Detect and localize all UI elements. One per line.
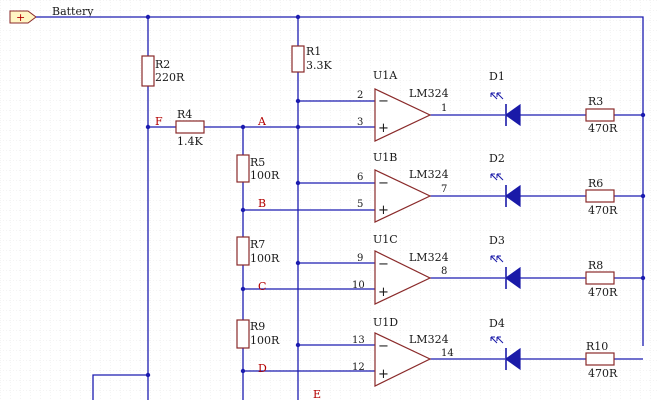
opamp-u1a-pin-out: 1 bbox=[441, 103, 447, 114]
opamp-u1b-pin-minus: 6 bbox=[357, 172, 363, 183]
resistor-r4-value: 1.4K bbox=[177, 135, 203, 148]
opamp-u1d-part: LM324 bbox=[409, 333, 449, 346]
opamp-u1c-pin-plus: 10 bbox=[352, 280, 365, 291]
led-d3[interactable]: D3 bbox=[489, 234, 521, 290]
opamp-u1b-minus-sign: − bbox=[378, 176, 389, 191]
opamp-u1d-pin-plus: 12 bbox=[352, 362, 365, 373]
resistor-r6[interactable]: R6 470R bbox=[585, 177, 618, 217]
opamp-u1c-pin-minus: 9 bbox=[357, 253, 363, 264]
battery-net-label: Battery bbox=[52, 5, 94, 18]
led-d1-ref: D1 bbox=[489, 70, 505, 83]
led-d3-ref: D3 bbox=[489, 234, 505, 247]
battery-port[interactable]: + bbox=[9, 10, 37, 24]
opamp-u1b[interactable]: − + U1B LM324 6 5 7 bbox=[357, 151, 449, 223]
resistor-r6-ref: R6 bbox=[588, 177, 603, 190]
led-d4-ref: D4 bbox=[489, 317, 505, 330]
opamp-u1a[interactable]: − + U1A LM324 2 3 1 bbox=[357, 69, 449, 142]
opamp-u1b-ref: U1B bbox=[373, 151, 397, 164]
resistor-r4[interactable]: R4 1.4K bbox=[175, 108, 205, 148]
resistor-r5[interactable]: R5 100R bbox=[236, 154, 280, 183]
battery-port-symbol: + bbox=[16, 11, 25, 24]
opamp-u1a-minus-sign: − bbox=[378, 94, 389, 109]
opamp-u1d-minus-sign: − bbox=[378, 339, 389, 354]
opamp-u1a-part: LM324 bbox=[409, 87, 449, 100]
resistor-r2[interactable]: R2 220R bbox=[141, 55, 185, 87]
resistor-r10-value: 470R bbox=[588, 367, 618, 380]
opamp-u1b-pin-plus: 5 bbox=[357, 199, 363, 210]
resistor-r10-ref: R10 bbox=[586, 340, 608, 353]
opamp-u1d-plus-sign: + bbox=[378, 367, 389, 382]
resistor-r2-ref: R2 bbox=[155, 58, 170, 71]
node-label-c: C bbox=[258, 280, 266, 293]
node-label-e: E bbox=[313, 388, 321, 400]
resistor-r4-ref: R4 bbox=[177, 108, 192, 121]
opamp-u1d-pin-minus: 13 bbox=[352, 335, 365, 346]
led-d4[interactable]: D4 bbox=[489, 317, 521, 371]
opamp-u1b-plus-sign: + bbox=[378, 203, 389, 218]
led-d2[interactable]: D2 bbox=[489, 152, 521, 208]
resistor-r5-value: 100R bbox=[250, 169, 280, 182]
opamp-u1a-pin-minus: 2 bbox=[357, 90, 363, 101]
opamp-u1c[interactable]: − + U1C LM324 9 10 8 bbox=[352, 233, 449, 305]
node-label-d: D bbox=[258, 362, 267, 375]
resistor-r9-value: 100R bbox=[250, 334, 280, 347]
resistor-r7[interactable]: R7 100R bbox=[236, 236, 280, 266]
resistor-r1[interactable]: R1 3.3K bbox=[291, 45, 332, 73]
led-d2-ref: D2 bbox=[489, 152, 505, 165]
resistor-r8-ref: R8 bbox=[588, 259, 603, 272]
junctions bbox=[145, 14, 646, 378]
resistor-r10[interactable]: R10 470R bbox=[585, 340, 618, 380]
opamp-u1c-pin-out: 8 bbox=[441, 266, 447, 277]
opamp-u1a-plus-sign: + bbox=[378, 121, 389, 136]
led-d1[interactable]: D1 bbox=[489, 70, 521, 127]
resistor-r7-ref: R7 bbox=[250, 238, 265, 251]
resistor-r6-value: 470R bbox=[588, 204, 618, 217]
resistor-r3-ref: R3 bbox=[588, 95, 603, 108]
opamp-u1c-part: LM324 bbox=[409, 251, 449, 264]
resistor-r1-value: 3.3K bbox=[306, 59, 332, 72]
node-label-b: B bbox=[258, 197, 266, 210]
opamp-u1d-pin-out: 14 bbox=[441, 348, 454, 359]
opamp-u1a-ref: U1A bbox=[373, 69, 398, 82]
resistor-r5-ref: R5 bbox=[250, 156, 265, 169]
opamp-u1c-minus-sign: − bbox=[378, 257, 389, 272]
node-label-f: F bbox=[155, 115, 163, 128]
opamp-u1c-plus-sign: + bbox=[378, 285, 389, 300]
resistor-r9[interactable]: R9 100R bbox=[236, 319, 280, 349]
opamp-u1b-pin-out: 7 bbox=[441, 184, 447, 195]
resistor-r7-value: 100R bbox=[250, 252, 280, 265]
opamp-u1c-ref: U1C bbox=[373, 233, 398, 246]
resistor-r2-value: 220R bbox=[155, 71, 185, 84]
resistor-r8-value: 470R bbox=[588, 286, 618, 299]
resistor-r3-value: 470R bbox=[588, 122, 618, 135]
resistor-r8[interactable]: R8 470R bbox=[585, 259, 618, 299]
resistor-r9-ref: R9 bbox=[250, 320, 265, 333]
opamp-u1b-part: LM324 bbox=[409, 168, 449, 181]
resistor-r1-ref: R1 bbox=[306, 45, 321, 58]
resistor-r3[interactable]: R3 470R bbox=[585, 95, 618, 135]
opamp-u1a-pin-plus: 3 bbox=[357, 117, 363, 128]
opamp-u1d-ref: U1D bbox=[373, 316, 398, 329]
node-label-a: A bbox=[257, 115, 267, 128]
opamp-u1d[interactable]: − + U1D LM324 13 12 14 bbox=[352, 316, 454, 387]
